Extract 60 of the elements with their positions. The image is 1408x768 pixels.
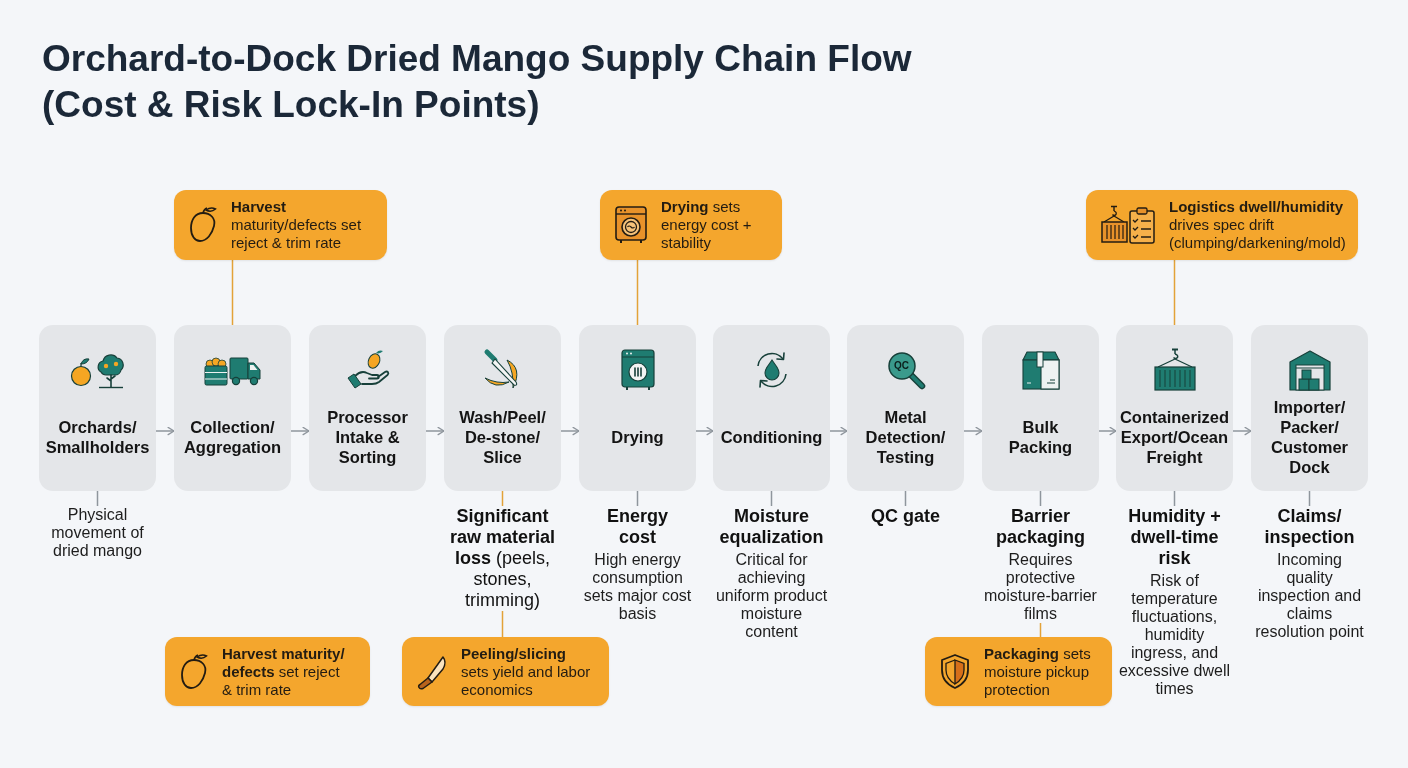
annotation-text: Critical for achieving uniform product moisture content — [714, 551, 829, 641]
annotation-text: Risk of temperature fluctuations, humidity ingress, and excessive dwell times — [1117, 572, 1232, 698]
annotation-heading: Barrier packaging — [995, 506, 1086, 548]
callout-box — [925, 637, 1112, 706]
callout-box — [174, 190, 387, 260]
connector-line — [501, 610, 504, 638]
stage-label: Containerized Export/Ocean Freight — [1118, 407, 1231, 467]
connector-line — [636, 259, 639, 326]
annotation-text: Significant raw material loss (peels, stones, trimming) — [448, 506, 557, 611]
title: Orchard-to-Dock Dried Mango Supply Chain Flow (Cost & Risk Lock-In Points) — [42, 37, 913, 127]
stage-label: Bulk Packing — [1007, 417, 1074, 457]
connector-line — [231, 259, 234, 326]
arrow — [155, 426, 175, 436]
process-box — [1116, 325, 1233, 491]
callout-text: Harvest maturity/defects set reject & trim rate — [231, 198, 363, 252]
process-box — [39, 325, 156, 491]
stage-label: Importer/ Packer/ Customer Dock — [1270, 397, 1349, 477]
process-box — [1251, 325, 1368, 491]
annotation-text: Incoming quality inspection and claims resolution point — [1254, 551, 1365, 641]
arrow — [695, 426, 714, 436]
annotation-text: Physical movement of dried mango — [50, 506, 145, 560]
magnifier-label: QC — [893, 360, 910, 372]
stage-label: Drying — [611, 427, 664, 447]
process-box — [713, 325, 830, 491]
arrow — [1098, 426, 1117, 436]
arrow — [963, 426, 983, 436]
stage-label: Collection/ Aggregation — [182, 417, 283, 457]
callout-text: Drying sets energy cost + stability — [661, 198, 753, 252]
annotation-text: High energy consumption sets major cost basis — [582, 551, 693, 623]
arrow — [290, 426, 310, 436]
stage-label: Orchards/ Smallholders — [44, 417, 151, 457]
callout-box — [1086, 190, 1358, 260]
connector-line — [1173, 259, 1176, 326]
process-box — [174, 325, 291, 491]
arrow — [1232, 426, 1252, 436]
arrow — [425, 426, 445, 436]
annotation-heading: Humidity + dwell-time risk — [1127, 506, 1222, 569]
stage-label: Processor Intake & Sorting — [326, 407, 409, 467]
callout-text: Harvest maturity/ defects set reject & trim rate — [222, 644, 346, 699]
annotation-heading: QC gate — [871, 506, 940, 527]
stage-label: Metal Detection/ Testing — [864, 407, 947, 467]
process-box — [444, 325, 561, 491]
callout-box — [165, 637, 370, 706]
callout-box — [600, 190, 782, 260]
callout-text: Logistics dwell/humidity drives spec drift (clumping/darkening/mold) — [1169, 198, 1347, 252]
process-box — [982, 325, 1099, 491]
process-box — [579, 325, 696, 491]
annotation-heading: Claims/ inspection — [1263, 506, 1356, 548]
callout-text: Peeling/slicing sets yield and labor economics — [461, 644, 592, 699]
process-box — [309, 325, 426, 491]
annotation-heading: Energy cost — [606, 506, 669, 548]
annotation-text: Requires protective moisture-barrier films — [983, 551, 1098, 623]
stage-label: Conditioning — [720, 427, 823, 447]
stage-label: Wash/Peel/ De-stone/ Slice — [458, 407, 547, 467]
callout-box — [402, 637, 609, 706]
process-box — [847, 325, 964, 491]
arrow — [829, 426, 848, 436]
annotation-heading: Moisture equalization — [718, 506, 825, 548]
arrow — [560, 426, 580, 436]
callout-text: Packaging sets moisture pickup protection — [984, 644, 1092, 699]
